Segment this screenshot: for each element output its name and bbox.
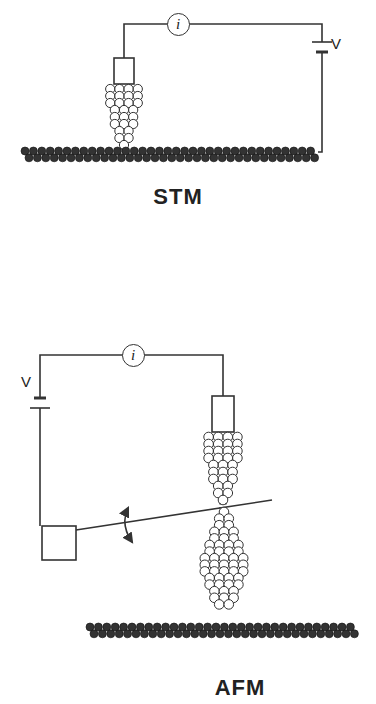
current-symbol: i bbox=[131, 348, 135, 363]
surface-atom bbox=[260, 154, 268, 162]
surface-atom bbox=[75, 154, 83, 162]
surface-atom bbox=[317, 630, 325, 638]
surface-atom bbox=[140, 630, 148, 638]
deflection-arrow bbox=[125, 508, 132, 542]
surface-atom bbox=[285, 154, 293, 162]
panel-title: AFM bbox=[215, 677, 266, 699]
surface-atom bbox=[292, 630, 300, 638]
current-symbol: i bbox=[176, 17, 180, 32]
panel-title: STM bbox=[153, 186, 202, 208]
tip-holder bbox=[212, 396, 234, 432]
tip-holder bbox=[114, 58, 134, 84]
surface-atom bbox=[269, 154, 277, 162]
surface-atom bbox=[149, 630, 157, 638]
surface-atom bbox=[132, 630, 140, 638]
surface-atom bbox=[25, 154, 33, 162]
battery-plate bbox=[30, 407, 50, 409]
surface-atom bbox=[216, 630, 224, 638]
surface-atom bbox=[182, 630, 190, 638]
surface-atom bbox=[109, 154, 117, 162]
atom bbox=[224, 600, 234, 610]
ammeter-circle: i bbox=[122, 344, 145, 367]
surface-atom bbox=[250, 630, 258, 638]
surface-atom bbox=[266, 630, 274, 638]
battery-plate bbox=[316, 51, 328, 54]
cantilever bbox=[76, 500, 272, 530]
surface-atom bbox=[159, 154, 167, 162]
surface-atom bbox=[294, 154, 302, 162]
ammeter-circle: i bbox=[167, 13, 190, 36]
surface-atom bbox=[243, 154, 251, 162]
surface-atom bbox=[126, 154, 134, 162]
surface-atom bbox=[311, 154, 319, 162]
surface-atom bbox=[134, 154, 142, 162]
surface-atom bbox=[115, 630, 123, 638]
surface-atom bbox=[283, 630, 291, 638]
surface-atom bbox=[275, 630, 283, 638]
surface-atom bbox=[300, 630, 308, 638]
surface-atom bbox=[218, 154, 226, 162]
surface-atom bbox=[277, 154, 285, 162]
surface-atom bbox=[191, 630, 199, 638]
surface-atom bbox=[168, 154, 176, 162]
surface-atom bbox=[210, 154, 218, 162]
surface-atom bbox=[107, 630, 115, 638]
surface-atom bbox=[143, 154, 151, 162]
surface-atom bbox=[117, 154, 125, 162]
battery-plate bbox=[312, 41, 332, 43]
surface-atom bbox=[201, 154, 209, 162]
voltage-label: V bbox=[331, 36, 341, 51]
battery-plate bbox=[34, 397, 46, 400]
surface-atom bbox=[151, 154, 159, 162]
surface-atom bbox=[176, 154, 184, 162]
surface-atom bbox=[235, 154, 243, 162]
surface-atom bbox=[50, 154, 58, 162]
surface-atom bbox=[185, 154, 193, 162]
surface-atom bbox=[166, 630, 174, 638]
surface-atom bbox=[33, 154, 41, 162]
surface-atom bbox=[193, 154, 201, 162]
surface-atom bbox=[84, 154, 92, 162]
surface-atom bbox=[350, 630, 358, 638]
wire bbox=[39, 408, 41, 526]
surface-atom bbox=[258, 630, 266, 638]
cantilever-mount bbox=[42, 526, 76, 560]
atom bbox=[214, 600, 224, 610]
surface-atom bbox=[101, 154, 109, 162]
surface-atom bbox=[199, 630, 207, 638]
surface-atom bbox=[224, 630, 232, 638]
surface-atom bbox=[124, 630, 132, 638]
surface-atom bbox=[227, 154, 235, 162]
surface-atom bbox=[92, 154, 100, 162]
surface-atom bbox=[334, 630, 342, 638]
surface-atom bbox=[308, 630, 316, 638]
wire bbox=[318, 52, 322, 152]
atoms bbox=[21, 84, 358, 637]
voltage-label: V bbox=[21, 374, 31, 389]
surface-atom bbox=[98, 630, 106, 638]
surface-atom bbox=[302, 154, 310, 162]
surface-atom bbox=[59, 154, 67, 162]
surface-atom bbox=[157, 630, 165, 638]
surface-atom bbox=[342, 630, 350, 638]
surface-atom bbox=[90, 630, 98, 638]
surface-atom bbox=[325, 630, 333, 638]
wire bbox=[124, 24, 322, 58]
surface-atom bbox=[208, 630, 216, 638]
surface-atom bbox=[233, 630, 241, 638]
surface-atom bbox=[252, 154, 260, 162]
surface-atom bbox=[42, 154, 50, 162]
surface-atom bbox=[67, 154, 75, 162]
surface-atom bbox=[241, 630, 249, 638]
surface-atom bbox=[174, 630, 182, 638]
